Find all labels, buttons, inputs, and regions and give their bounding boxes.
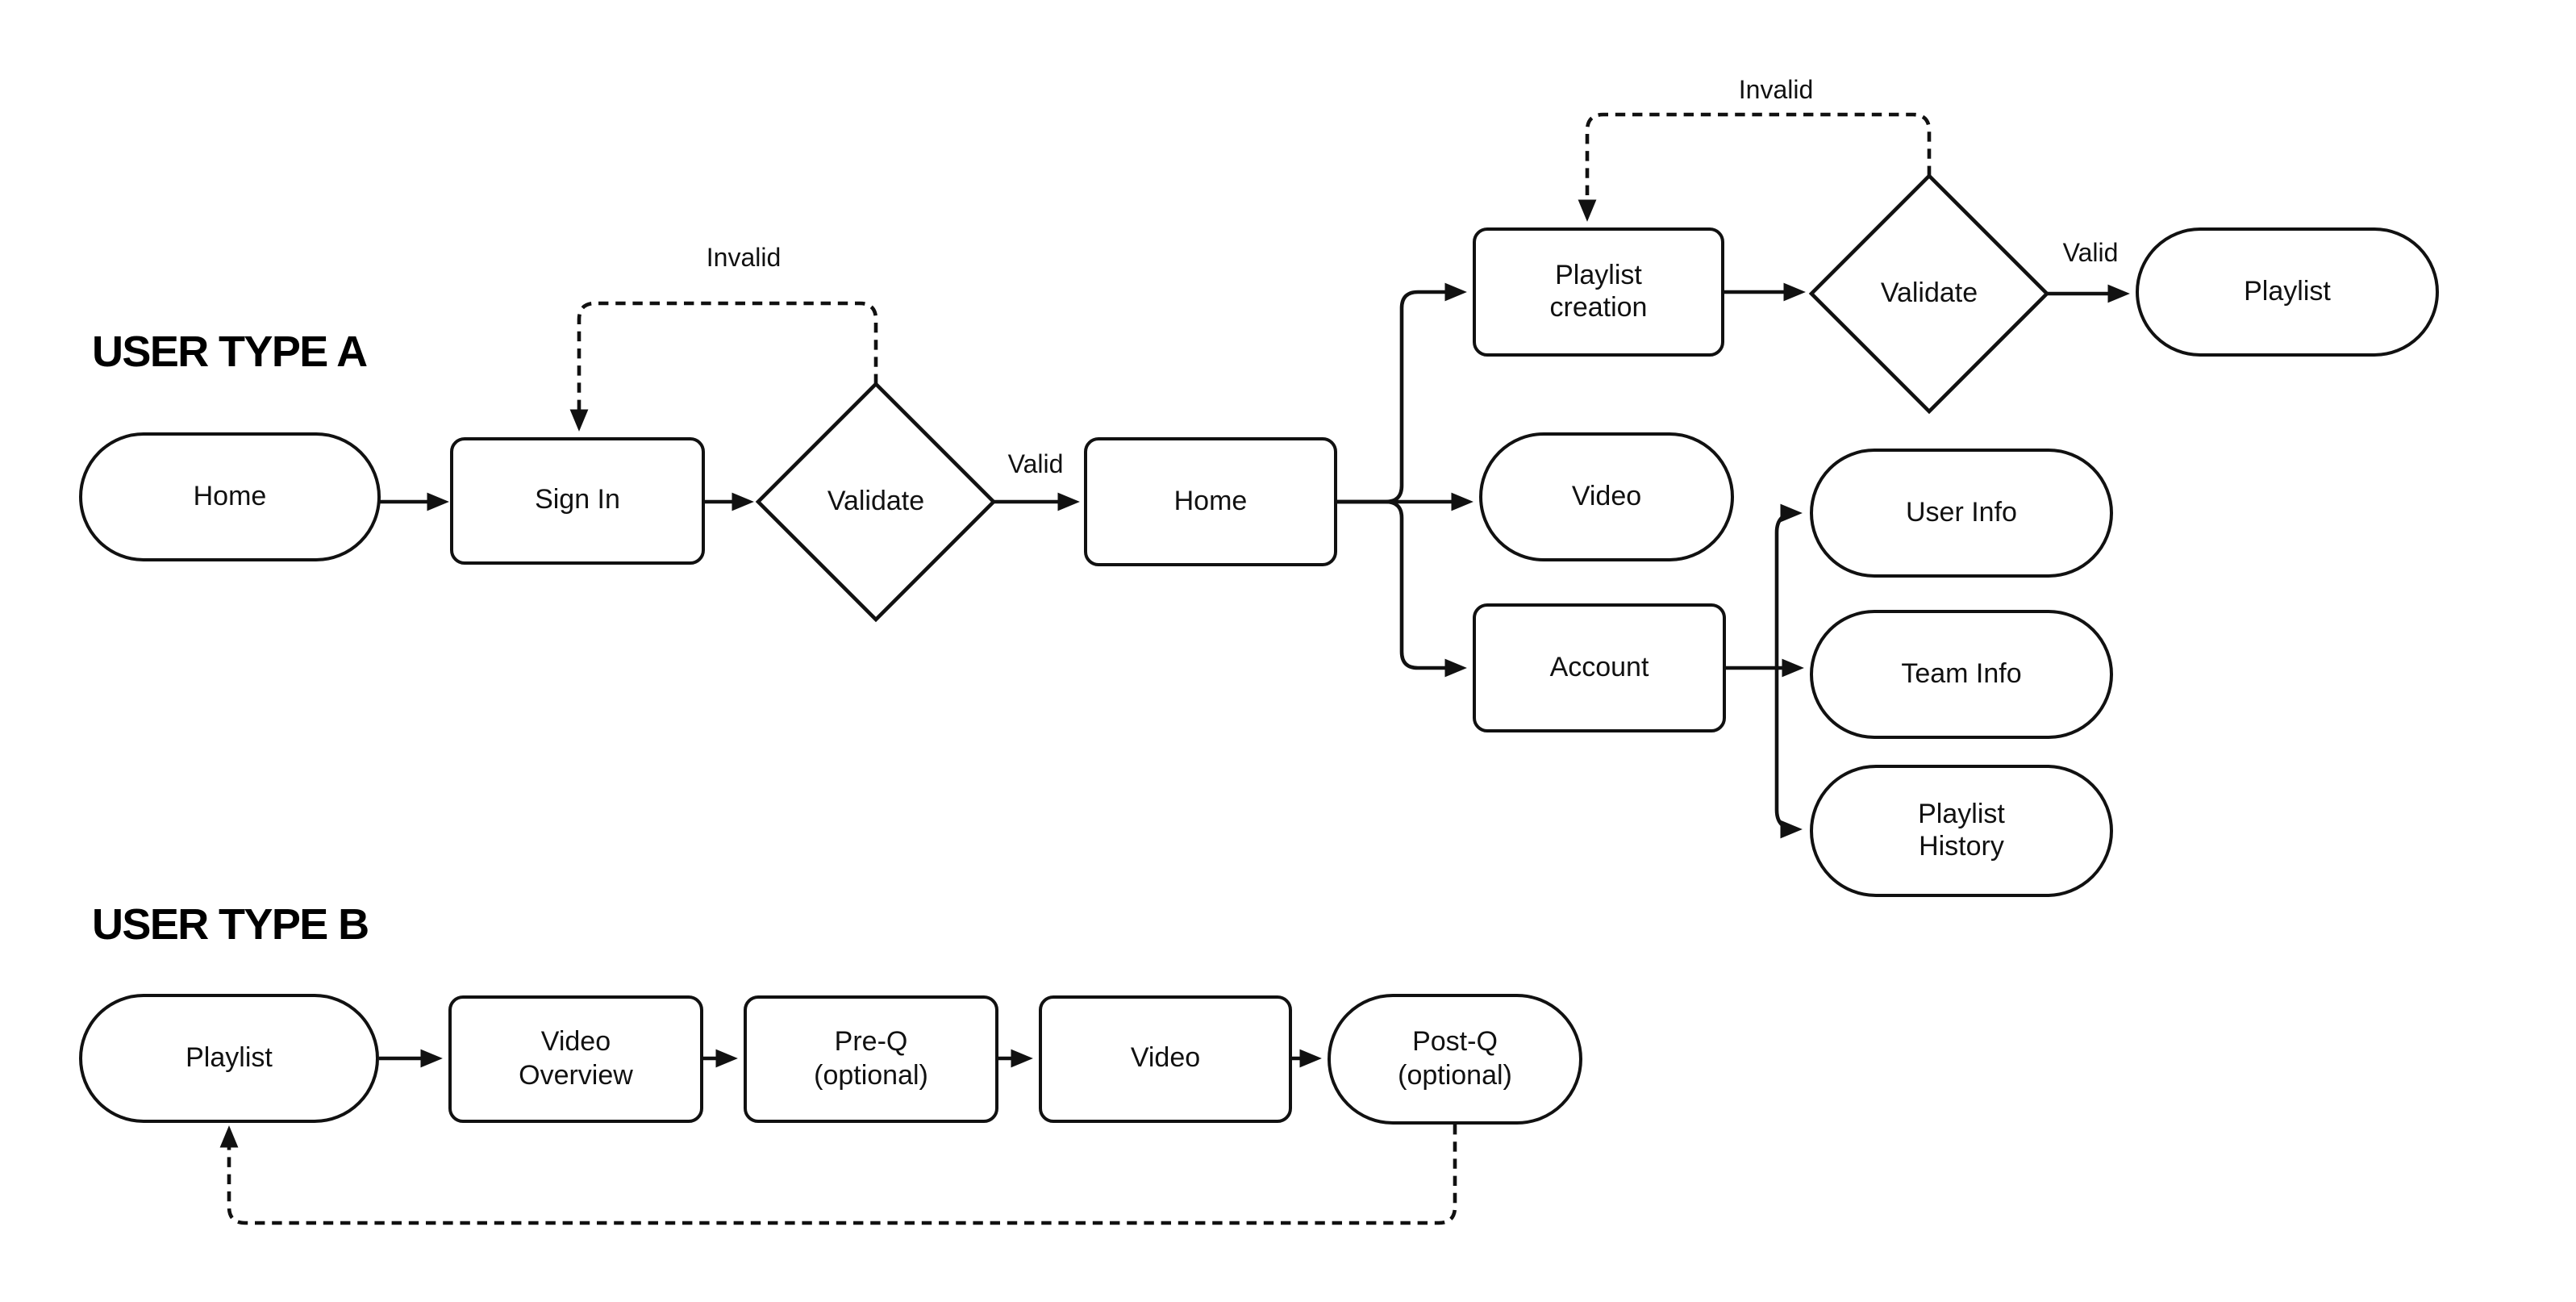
edge-label-invalid-1: Invalid bbox=[706, 245, 782, 273]
edge-label-valid-2: Valid bbox=[2062, 240, 2119, 268]
node-video: Video bbox=[1479, 432, 1734, 561]
node-playlist-result: Playlist bbox=[2136, 227, 2439, 357]
decision-validate-1-shape bbox=[755, 381, 997, 623]
decision-validate-2-shape bbox=[1808, 173, 2050, 415]
node-sign-in: Sign In bbox=[450, 437, 705, 565]
section-title-user-type-b: USER TYPE B bbox=[92, 900, 369, 949]
node-video-b: Video bbox=[1039, 995, 1292, 1123]
edge-label-invalid-2: Invalid bbox=[1738, 77, 1814, 105]
edge-invalid-validate-1-to-sign-in bbox=[569, 301, 878, 432]
edge-account-to-user-info bbox=[1774, 503, 1803, 668]
node-home-main: Home bbox=[1084, 437, 1337, 566]
edge-label-valid-1: Valid bbox=[1007, 452, 1064, 479]
node-post-q: Post-Q (optional) bbox=[1328, 994, 1582, 1125]
node-playlist-start: Playlist bbox=[79, 994, 379, 1123]
node-playlist-history: Playlist History bbox=[1810, 765, 2113, 897]
edge-loop-post-q-to-playlist-start bbox=[219, 1125, 1457, 1225]
edge-home-main-to-account bbox=[1337, 499, 1467, 678]
node-playlist-creation: Playlist creation bbox=[1473, 227, 1724, 357]
node-home-start: Home bbox=[79, 432, 381, 561]
node-team-info: Team Info bbox=[1810, 610, 2113, 739]
decision-validate-2-label: Validate bbox=[1880, 278, 1978, 308]
node-video-overview: Video Overview bbox=[448, 995, 703, 1123]
node-pre-q: Pre-Q (optional) bbox=[744, 995, 998, 1123]
edge-home-main-to-playlist-creation bbox=[1337, 282, 1467, 504]
edge-invalid-validate-2-to-playlist-creation bbox=[1578, 112, 1932, 222]
edge-account-to-playlist-history bbox=[1774, 668, 1803, 839]
decision-validate-1-label: Validate bbox=[827, 486, 925, 516]
node-account: Account bbox=[1473, 603, 1726, 732]
node-user-info: User Info bbox=[1810, 449, 2113, 578]
section-title-user-type-a: USER TYPE A bbox=[92, 328, 368, 376]
